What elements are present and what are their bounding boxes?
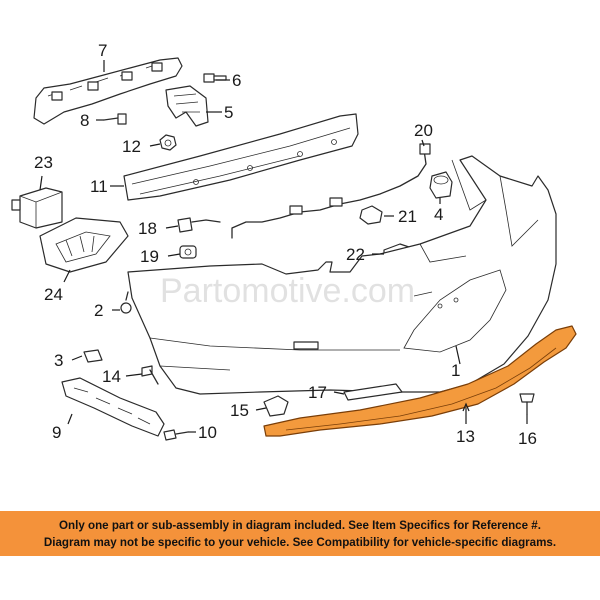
part-21-retainer <box>359 205 383 225</box>
part-2-clip <box>120 291 132 314</box>
callout-21: 21 <box>398 207 417 226</box>
part-6-pin <box>203 73 227 83</box>
callout-7: 7 <box>98 41 107 60</box>
callout-22: 22 <box>346 245 365 264</box>
disclaimer-line-2: Diagram may not be specific to your vehi… <box>43 535 557 549</box>
part-23-module <box>11 187 63 229</box>
callout-24: 24 <box>44 285 63 304</box>
part-15-bracket <box>263 395 289 417</box>
part-14-bolt <box>141 365 159 385</box>
callout-3: 3 <box>54 351 63 370</box>
part-13-highlight <box>263 325 577 437</box>
part-3-retainer <box>83 349 103 363</box>
callout-19: 19 <box>140 247 159 266</box>
part-4-socket <box>429 171 453 199</box>
callout-17: 17 <box>308 383 327 402</box>
callout-numbers: 1 2 3 4 5 6 7 8 9 10 11 12 13 14 15 16 1… <box>34 41 537 448</box>
callout-2: 2 <box>94 301 103 320</box>
callout-6: 6 <box>232 71 241 90</box>
disclaimer-line-1: Only one part or sub-assembly in diagram… <box>59 518 541 532</box>
part-17-reflector <box>343 383 403 401</box>
callout-14: 14 <box>102 367 121 386</box>
callout-11: 11 <box>90 177 108 196</box>
part-10-pin <box>163 429 189 441</box>
part-20-harness <box>231 143 431 239</box>
part-11-impact-bar <box>123 113 359 201</box>
callout-10: 10 <box>198 423 217 442</box>
part-8-screw <box>103 113 127 125</box>
callout-5: 5 <box>224 103 233 122</box>
part-16-pin <box>519 393 535 415</box>
disclaimer-banner: Only one part or sub-assembly in diagram… <box>0 511 600 556</box>
callout-9: 9 <box>52 423 61 442</box>
part-1-bumper-cover <box>127 155 557 395</box>
callout-8: 8 <box>80 111 89 130</box>
watermark: Partomotive.com <box>160 272 415 310</box>
part-7-bracket <box>33 57 183 125</box>
callout-4: 4 <box>434 205 443 224</box>
part-19-sensor <box>179 245 197 259</box>
callout-1: 1 <box>451 361 460 380</box>
callout-23: 23 <box>34 153 53 172</box>
part-13-lower-valance <box>263 325 577 437</box>
part-5-bracket <box>165 85 209 127</box>
callout-12: 12 <box>122 137 141 156</box>
callout-13: 13 <box>456 427 475 446</box>
callout-16: 16 <box>518 429 537 448</box>
part-12-nut <box>159 134 177 151</box>
part-24-housing <box>39 217 129 273</box>
callout-15: 15 <box>230 401 249 420</box>
part-9-bracket <box>61 377 165 437</box>
callout-20: 20 <box>414 121 433 140</box>
part-18-sensor <box>177 217 221 233</box>
callout-18: 18 <box>138 219 157 238</box>
leader-lines <box>39 60 528 433</box>
